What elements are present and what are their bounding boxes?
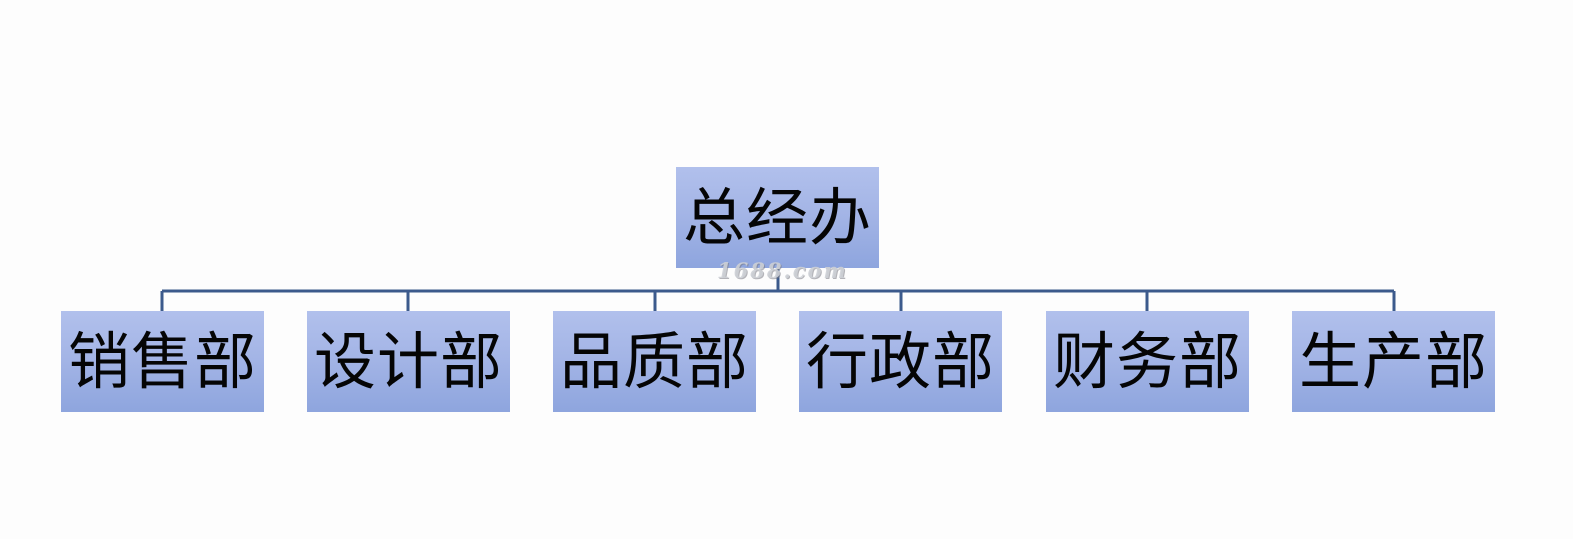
org-node-design: 设计部 [307, 311, 510, 412]
org-node-finance: 财务部 [1046, 311, 1249, 412]
org-node-root: 总经办 [676, 167, 879, 268]
org-node-production: 生产部 [1292, 311, 1495, 412]
org-node-admin: 行政部 [799, 311, 1002, 412]
org-node-sales: 销售部 [61, 311, 264, 412]
watermark: 1688.com [717, 258, 848, 283]
org-node-quality: 品质部 [553, 311, 756, 412]
